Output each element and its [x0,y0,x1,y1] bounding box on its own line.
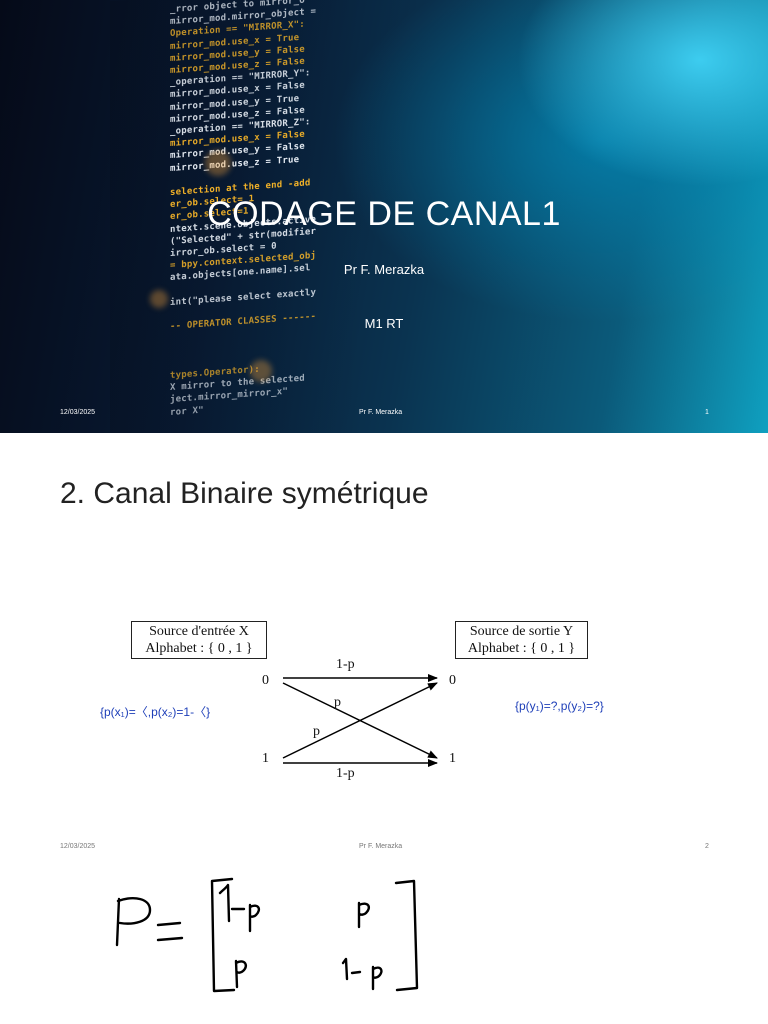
handwritten-right-bracket [394,879,419,992]
handwritten-p-letter [115,897,152,947]
edge-1-to-0 [282,682,438,759]
bokeh-light [205,150,231,176]
code-line: ror X" [170,405,204,418]
handwritten-entry-p [357,901,370,929]
handwritten-entry-p [371,965,383,991]
bokeh-light [150,290,168,308]
handwritten-entry-minus [350,970,362,975]
output-source-box: Source de sortie Y Alphabet : { 0 , 1 } [455,621,588,659]
footer-author: Pr F. Merazka [359,843,403,850]
footer-page-number: 2 [705,843,709,850]
handwritten-transition-matrix [115,877,419,993]
edge-label-cross-lower: p [313,724,320,739]
output-probabilities: {p(y₁)=?,p(y₂)=?} [515,699,604,713]
slide-title: CODAGE DE CANAL1 [207,195,561,233]
footer-date: 12/03/2025 [60,409,96,416]
handwritten-entry-one [218,883,231,923]
input-source-title: Source d'entrée X [149,624,249,639]
input-symbol-0: 0 [262,673,269,688]
binary-symmetric-channel-diagram [282,674,438,767]
output-source-alphabet: Alphabet : { 0 , 1 } [467,641,576,656]
handwritten-entry-p [248,903,261,933]
handwritten-entry-p [234,959,247,989]
handwritten-entry-one [341,957,349,981]
input-symbol-1: 1 [262,751,269,766]
footer-page-number: 1 [705,409,709,416]
edge-label-cross-upper: p [334,695,341,710]
output-symbol-0: 0 [449,673,456,688]
bokeh-light [250,360,272,382]
footer-author: Pr F. Merazka [359,409,403,416]
handwritten-equals [156,921,184,942]
input-source-box: Source d'entrée X Alphabet : { 0 , 1 } [131,621,267,659]
slide-author: Pr F. Merazka [343,262,425,277]
input-source-alphabet: Alphabet : { 0 , 1 } [145,641,253,656]
slide-course: M1 RT [364,316,404,331]
input-probabilities: {p(x₁)=〈,p(x₂)=1-〈} [100,705,211,719]
footer-date: 12/03/2025 [60,843,96,850]
handwritten-left-bracket [210,877,236,993]
edge-label-top: 1-p [336,657,355,672]
code-line: int("please select exactly [170,287,317,308]
content-slide: 2. Canal Binaire symétrique Source d'ent… [0,433,768,865]
output-symbol-1: 1 [449,751,456,766]
output-source-title: Source de sortie Y [469,624,574,639]
slide-heading: 2. Canal Binaire symétrique [60,477,429,510]
edge-label-bottom: 1-p [336,766,355,781]
